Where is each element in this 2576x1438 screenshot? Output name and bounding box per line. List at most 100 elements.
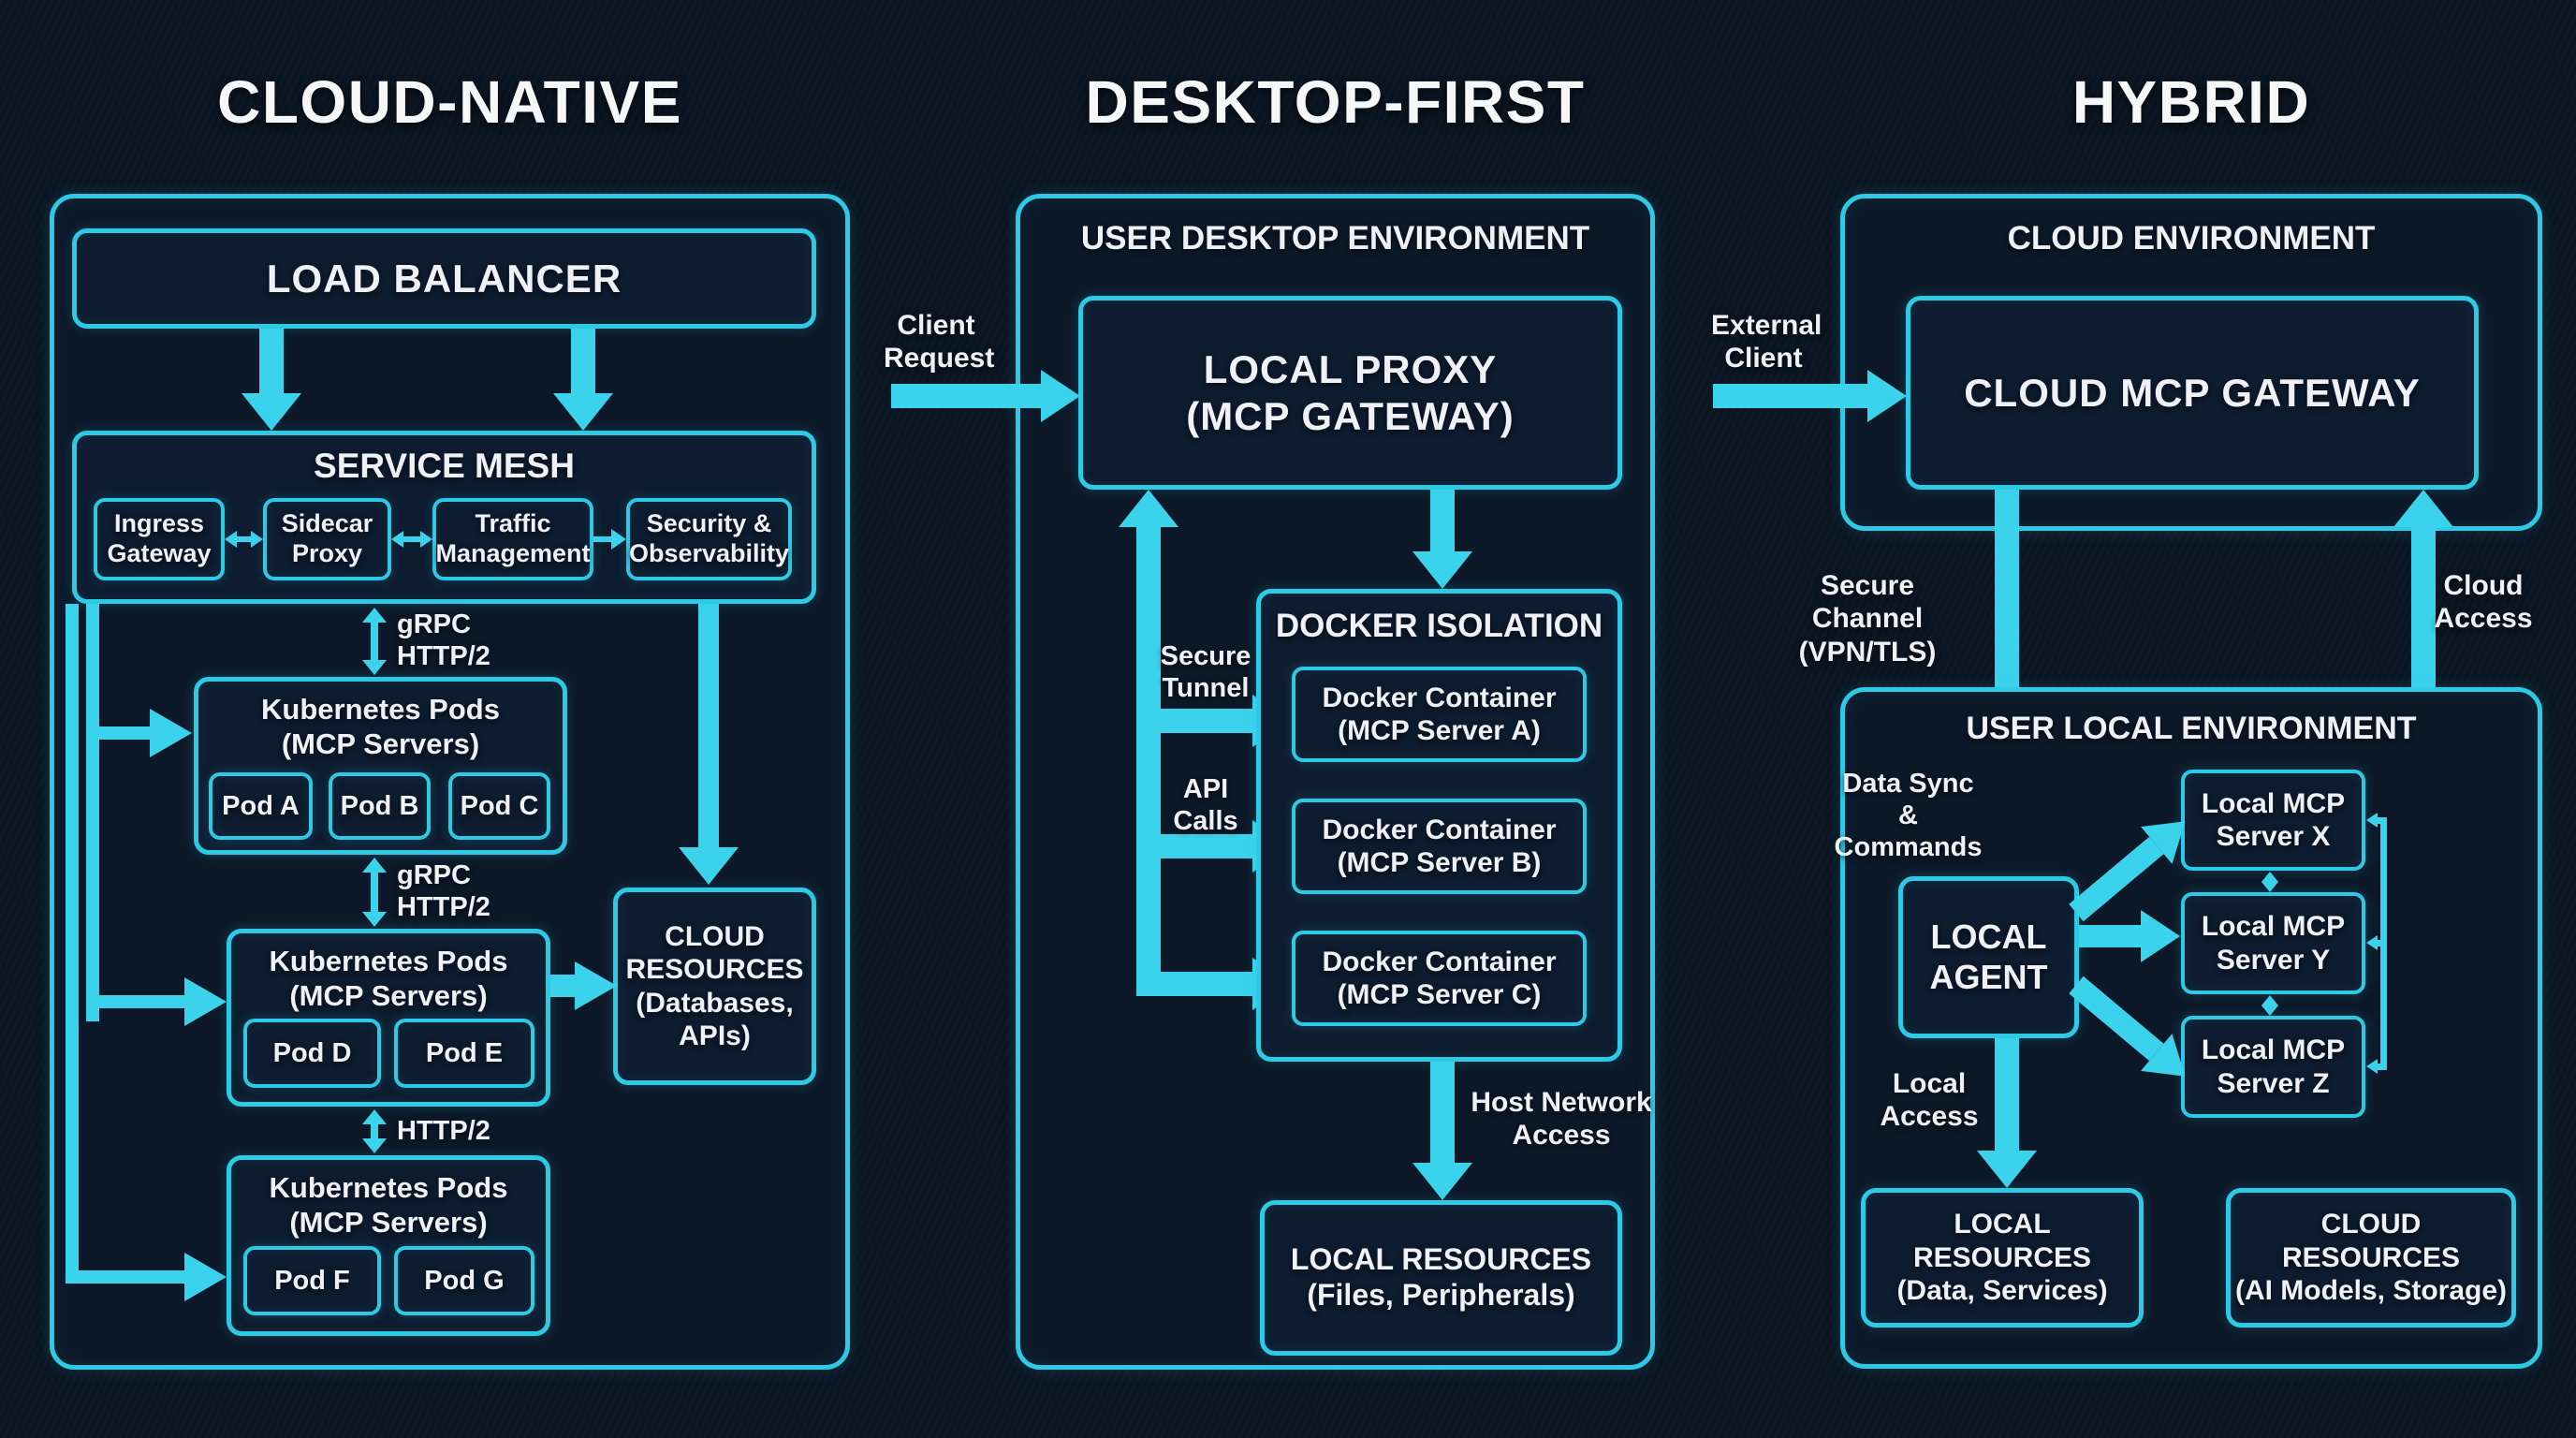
arrow-local-access (1995, 1038, 2019, 1152)
api-calls-label: API Calls (1173, 774, 1238, 837)
arrow-client-request (891, 384, 1041, 408)
title-hybrid: HYBRID (2071, 68, 2311, 136)
branch-container-b (1161, 834, 1254, 858)
server-bus-stub-y (2377, 940, 2387, 946)
feeder-arrowhead-group1 (150, 709, 192, 757)
docker-container-c: Docker Container (MCP Server C) (1292, 931, 1587, 1026)
desktop-environment-title: USER DESKTOP ENVIRONMENT (1080, 220, 1590, 257)
mesh-item-ingress-gateway: Ingress Gateway (94, 498, 225, 580)
server-bus-arrowhead-x (2366, 813, 2378, 828)
arrow-traffic-security (593, 528, 626, 550)
arrow-ingress-sidecar (225, 530, 263, 549)
docker-container-a-label: Docker Container (MCP Server A) (1322, 682, 1557, 746)
label-grpc-http2-1: gRPC HTTP/2 (397, 609, 490, 672)
client-request-label: Client Request (884, 310, 995, 374)
ingress-gateway-label: Ingress Gateway (107, 509, 212, 567)
local-agent-box: LOCAL AGENT (1898, 876, 2079, 1038)
k8s-pod-group-2: Kubernetes Pods (MCP Servers) (227, 929, 550, 1107)
arrow-host-network (1430, 1062, 1455, 1165)
pod-b-label: Pod B (340, 790, 419, 821)
local-agent-label: LOCAL AGENT (1929, 917, 2048, 996)
feeder-branch-group1 (86, 726, 150, 740)
arrowhead-cloud-access-up (2393, 490, 2453, 527)
arrowhead-agent-server-y (2141, 910, 2180, 962)
pod-b: Pod B (329, 772, 431, 840)
server-bus-arrowhead-y (2366, 935, 2378, 950)
cloud-mcp-gateway-label: CLOUD MCP GATEWAY (1964, 370, 2421, 415)
traffic-management-label: Traffic Management (435, 509, 591, 567)
arrow-lb-mesh-1 (259, 329, 284, 396)
arrow-pods2-pods3 (362, 1109, 387, 1153)
local-mcp-server-x-label: Local MCP Server X (2201, 787, 2346, 852)
cloud-access-label: Cloud Access (2434, 570, 2533, 635)
label-grpc-http2-2: gRPC HTTP/2 (397, 860, 490, 923)
local-mcp-server-x: Local MCP Server X (2181, 770, 2365, 871)
load-balancer-label: LOAD BALANCER (266, 256, 622, 301)
pod-f: Pod F (243, 1246, 381, 1315)
docker-container-c-label: Docker Container (MCP Server C) (1322, 946, 1557, 1010)
host-network-access-label: Host Network Access (1471, 1087, 1652, 1152)
cloud-resources-native-label: CLOUD RESOURCES (Databases, APIs) (625, 920, 804, 1051)
data-sync-label: Data Sync & Commands (1834, 769, 1983, 863)
mesh-item-sidecar-proxy: Sidecar Proxy (263, 498, 391, 580)
branch-container-c (1161, 972, 1254, 996)
feeder-branch-group2 (86, 995, 184, 1008)
pod-c: Pod C (448, 772, 550, 840)
arrow-sidecar-traffic (391, 530, 432, 549)
pod-c-label: Pod C (460, 790, 539, 821)
local-mcp-server-z: Local MCP Server Z (2181, 1016, 2365, 1118)
arrow-mesh-pods1 (362, 608, 387, 675)
k8s-pod-group-1: Kubernetes Pods (MCP Servers) (194, 677, 567, 855)
local-mcp-server-y: Local MCP Server Y (2181, 892, 2365, 994)
pod-a-label: Pod A (222, 790, 300, 821)
pod-d-label: Pod D (272, 1037, 352, 1068)
arrow-server-x-y (2261, 872, 2278, 892)
pod-d: Pod D (243, 1019, 381, 1088)
arrowhead-lb-mesh-2 (553, 393, 613, 431)
pod-e: Pod E (394, 1019, 534, 1088)
local-mcp-server-z-label: Local MCP Server Z (2201, 1034, 2346, 1099)
label-http2: HTTP/2 (397, 1116, 490, 1146)
k8s-group-2-title: Kubernetes Pods (MCP Servers) (269, 945, 508, 1012)
title-desktop-first: DESKTOP-FIRST (1085, 68, 1586, 136)
k8s-group-1-title: Kubernetes Pods (MCP Servers) (261, 693, 500, 760)
secure-tunnel-label: Secure Tunnel (1160, 641, 1251, 704)
branch-container-a (1161, 709, 1254, 733)
local-resources-hybrid-box: LOCAL RESOURCES (Data, Services) (1861, 1188, 2144, 1328)
docker-container-b: Docker Container (MCP Server B) (1292, 799, 1587, 894)
local-resources-desktop-label: LOCAL RESOURCES (Files, Peripherals) (1290, 1242, 1592, 1312)
local-proxy-box: LOCAL PROXY (MCP GATEWAY) (1078, 296, 1622, 490)
cloud-resources-hybrid-label: CLOUD RESOURCES (AI Models, Storage) (2234, 1209, 2508, 1307)
local-proxy-label: LOCAL PROXY (MCP GATEWAY) (1186, 346, 1515, 438)
feeder-line-inner (86, 604, 99, 1021)
arrow-agent-server-y (2079, 925, 2143, 947)
pod-a: Pod A (209, 772, 313, 840)
secure-channel-label: Secure Channel (VPN/TLS) (1798, 570, 1937, 668)
cloud-environment-title: CLOUD ENVIRONMENT (2007, 220, 2376, 257)
arrow-lb-mesh-2 (571, 329, 595, 396)
pod-f-label: Pod F (274, 1265, 350, 1296)
feeder-line-outer (66, 604, 79, 1284)
external-client-label: External Client (1711, 310, 1822, 374)
feeder-elbow-group3 (66, 1270, 184, 1284)
arrow-pods2-cloudres (550, 975, 577, 997)
local-resources-desktop-box: LOCAL RESOURCES (Files, Peripherals) (1260, 1200, 1622, 1356)
arrowhead-client-request (1041, 370, 1080, 422)
arrowhead-secure-tunnel-up (1119, 490, 1178, 527)
pod-e-label: Pod E (425, 1037, 504, 1068)
arrow-pods1-pods2 (362, 858, 387, 927)
arrowhead-local-access (1977, 1151, 2037, 1188)
server-bus-stub-x (2377, 817, 2387, 824)
pod-g: Pod G (394, 1246, 534, 1315)
arrowhead-proxy-isolation (1412, 551, 1472, 589)
security-observability-label: Security & Observability (628, 509, 790, 567)
local-resources-hybrid-label: LOCAL RESOURCES (Data, Services) (1896, 1209, 2108, 1307)
arrow-server-y-z (2261, 995, 2278, 1016)
load-balancer-box: LOAD BALANCER (72, 228, 816, 329)
feeder-arrowhead-group2 (184, 977, 227, 1026)
arrowhead-external-client (1867, 370, 1907, 422)
title-cloud-native: CLOUD-NATIVE (217, 68, 682, 136)
arrowhead-security-cloudres (679, 847, 739, 885)
mesh-item-security-observability: Security & Observability (626, 498, 792, 580)
